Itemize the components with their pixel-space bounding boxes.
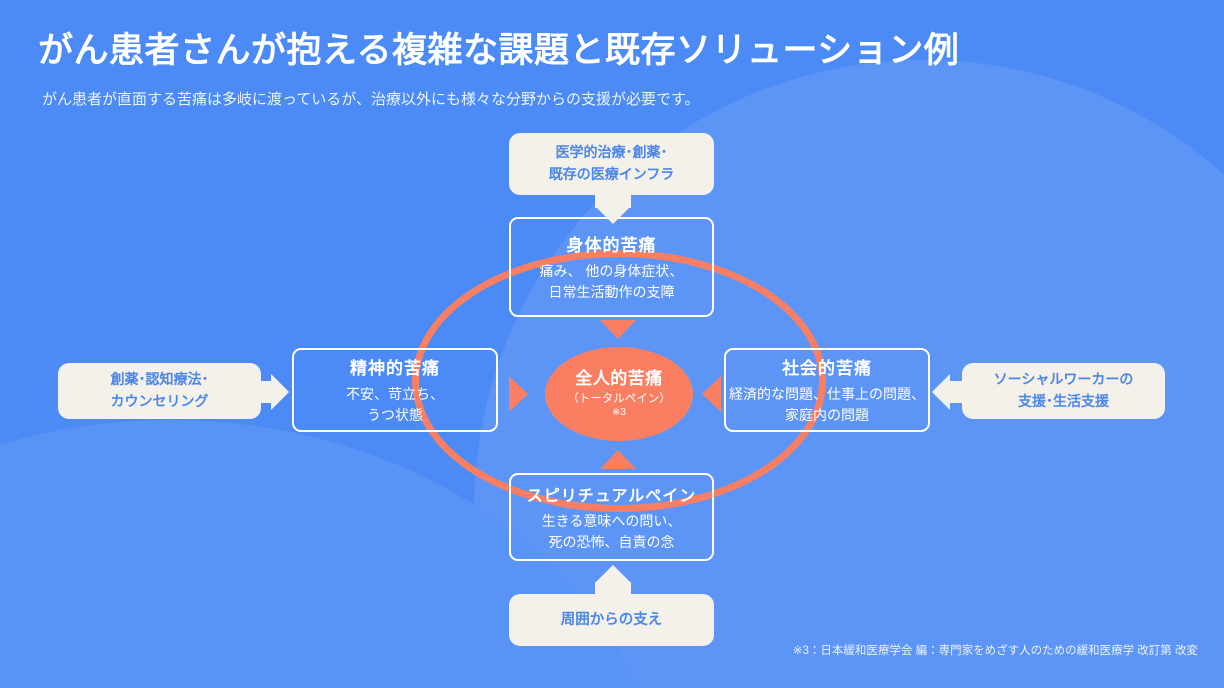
total-pain-footnote-marker: ※3: [612, 407, 626, 419]
solution-box-medical[interactable]: 医学的治療･創薬･ 既存の医療インフラ: [509, 133, 714, 195]
page-title: がん患者さんが抱える複雑な課題と既存ソリューション例: [38, 31, 960, 70]
footnote: ※3：日本緩和医療学会 編：専門家をめざす人のための緩和医療学 改訂第 改変: [792, 645, 1198, 657]
pain-box-spiritual[interactable]: スピリチュアルペイン 生きる意味への問い、 死の恐怖、自責の念: [509, 473, 714, 561]
arrow-down-stem: [595, 193, 631, 208]
arrow-right-stem: [259, 381, 273, 403]
total-pain-subtitle: （トータルペイン）: [567, 392, 671, 405]
triangle-up-icon: [600, 450, 636, 469]
solution-box-community-support[interactable]: 周囲からの支え: [509, 594, 714, 646]
page-subtitle: がん患者が直面する苦痛は多岐に渡っているが、治療以外にも様々な分野からの支援が必…: [42, 91, 700, 108]
triangle-left-icon: [702, 376, 721, 412]
solution-box-social-worker[interactable]: ソーシャルワーカーの 支援･生活支援: [962, 363, 1165, 419]
pain-box-social-title: 社会的苦痛: [782, 359, 872, 378]
pain-box-spiritual-title: スピリチュアルペイン: [526, 487, 697, 505]
arrow-down-icon: [595, 206, 631, 224]
solution-box-social-worker-text: ソーシャルワーカーの 支援･生活支援: [993, 371, 1134, 409]
total-pain-ring: [412, 250, 826, 512]
triangle-down-icon: [600, 320, 636, 339]
solution-box-drug-cognitive-text: 創薬･認知療法･ カウンセリング: [110, 371, 209, 409]
arrow-up-icon: [595, 565, 631, 583]
total-pain-title: 全人的苦痛: [575, 369, 663, 389]
pain-box-physical-title: 身体的苦痛: [566, 236, 657, 255]
pain-box-social[interactable]: 社会的苦痛 経済的な問題、仕事上の問題、 家庭内の問題: [724, 348, 930, 432]
pain-box-spiritual-desc: 生きる意味への問い、 死の恐怖、自責の念: [541, 512, 682, 550]
arrow-right-icon: [271, 374, 289, 410]
pain-box-social-desc: 経済的な問題、仕事上の問題、 家庭内の問題: [729, 386, 925, 423]
arrow-left-stem: [950, 381, 964, 403]
pain-box-physical[interactable]: 身体的苦痛 痛み、 他の身体症状、 日常生活動作の支障: [509, 217, 714, 317]
arrow-left-icon: [932, 374, 950, 410]
pain-box-mental-title: 精神的苦痛: [350, 359, 440, 378]
pain-box-mental[interactable]: 精神的苦痛 不安、苛立ち、 うつ状態: [292, 348, 498, 432]
solution-box-community-support-text: 周囲からの支え: [560, 611, 663, 628]
solution-box-medical-text: 医学的治療･創薬･ 既存の医療インフラ: [548, 144, 675, 182]
pain-box-physical-desc: 痛み、 他の身体症状、 日常生活動作の支障: [539, 263, 684, 300]
arrow-up-stem: [595, 582, 631, 596]
solution-box-drug-cognitive[interactable]: 創薬･認知療法･ カウンセリング: [58, 363, 261, 419]
total-pain-ellipse: 全人的苦痛 （トータルペイン） ※3: [545, 347, 693, 441]
pain-box-mental-desc: 不安、苛立ち、 うつ状態: [346, 386, 444, 423]
triangle-right-icon: [509, 376, 528, 412]
